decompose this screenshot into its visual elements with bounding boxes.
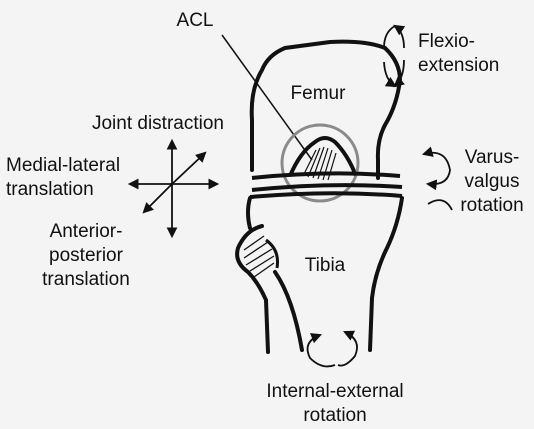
flexion-extension-label-line-2: extension xyxy=(418,55,499,77)
internal-external-label-line-1: Internal-external xyxy=(250,381,420,403)
tibia-articular-line-1 xyxy=(252,185,402,190)
anterior-posterior-label-line-2: posterior xyxy=(26,245,146,267)
tibia-articular-line-2 xyxy=(250,193,402,197)
femur-outline xyxy=(252,42,400,178)
tibia-shaft-left xyxy=(275,272,302,350)
anterior-posterior-arrow-up xyxy=(172,153,205,184)
tibia-outline-right xyxy=(370,198,402,350)
flexion-extension-label-line-1: Flexio- xyxy=(418,31,475,53)
medial-lateral-label-line-2: translation xyxy=(6,179,94,201)
acl-label: ACL xyxy=(170,10,220,32)
internal-external-arrows xyxy=(308,332,358,366)
medial-lateral-label-line-1: Medial-lateral xyxy=(6,155,120,177)
internal-external-label-line-2: rotation xyxy=(250,405,420,427)
tibia-label: Tibia xyxy=(295,255,355,277)
femur-label: Femur xyxy=(283,83,353,105)
anterior-posterior-label-line-3: translation xyxy=(26,269,146,291)
tibia-outline xyxy=(248,198,250,228)
varus-valgus-label-line-3: rotation xyxy=(452,195,532,217)
joint-distraction-label: Joint distraction xyxy=(80,113,236,135)
varus-valgus-label-line-1: Varus- xyxy=(452,147,532,169)
varus-valgus-arrows xyxy=(424,153,452,210)
acl-highlight-circle xyxy=(282,125,358,201)
anterior-posterior-arrow-down xyxy=(144,184,172,212)
varus-valgus-label-line-2: valgus xyxy=(452,171,532,193)
anterior-posterior-label-line-1: Anterior- xyxy=(26,221,146,243)
